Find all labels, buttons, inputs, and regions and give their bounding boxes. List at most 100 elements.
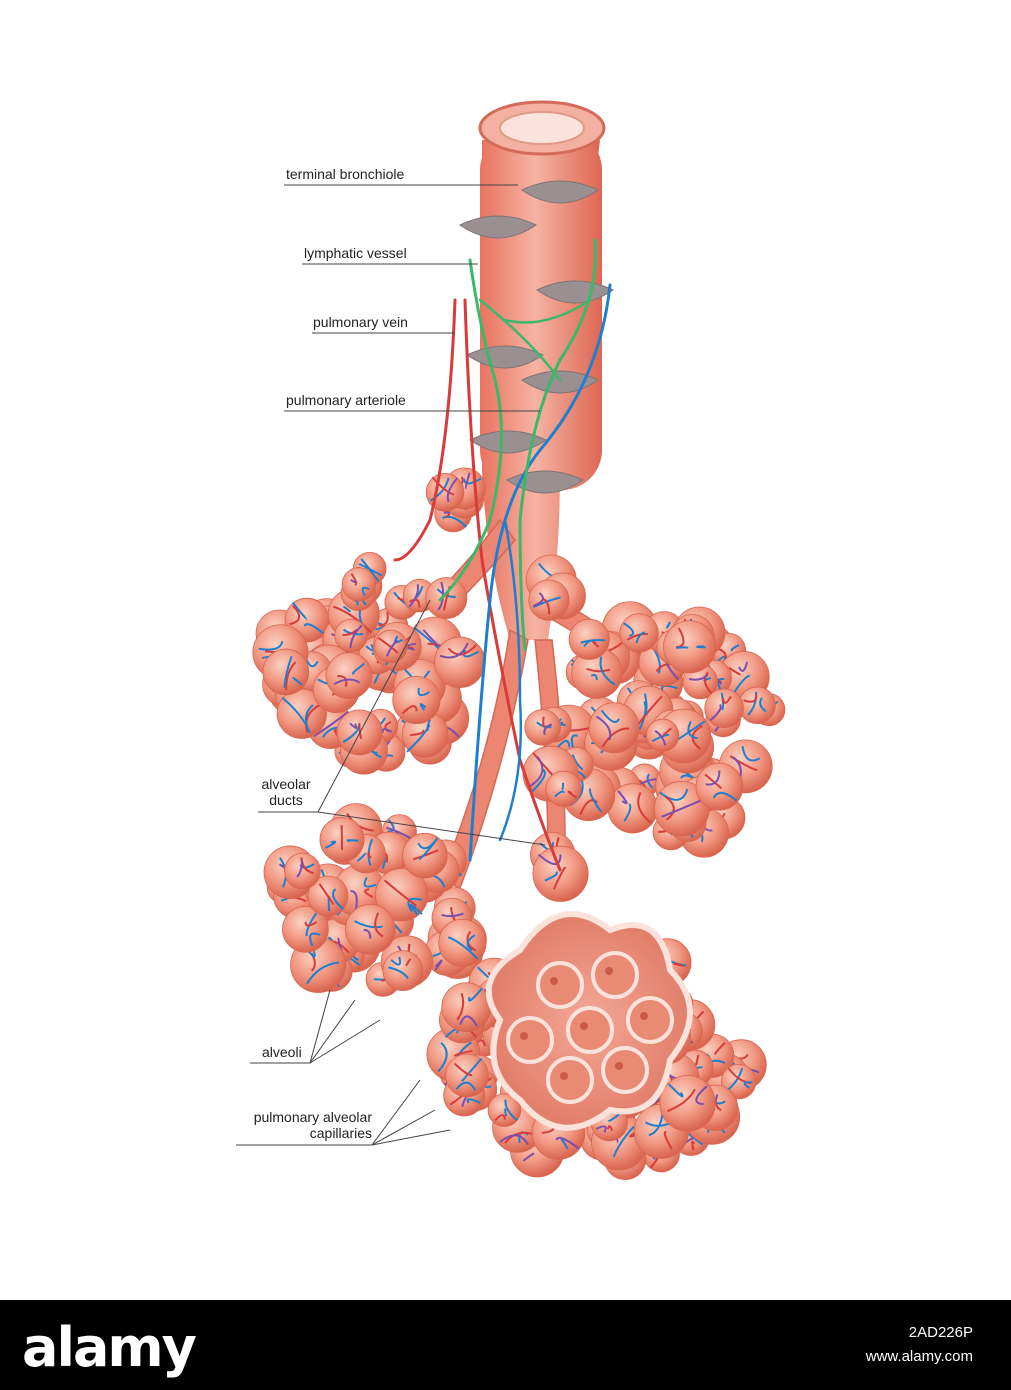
capillary (528, 755, 544, 788)
capillary (662, 727, 673, 737)
cartilage-ring (535, 280, 615, 304)
capillary (737, 661, 749, 672)
capillary (649, 1157, 659, 1169)
alveolar-chambers (506, 951, 674, 1104)
capillary (285, 661, 297, 690)
site-url: www.alamy.com (865, 1348, 973, 1365)
capillary (309, 932, 321, 947)
capillary (571, 754, 584, 771)
image-id: 2AD226P (908, 1324, 973, 1341)
alveolus (284, 852, 321, 890)
capillary (386, 639, 399, 657)
label-alveolar-ducts: alveolar ducts (255, 776, 317, 808)
capillary (537, 853, 562, 866)
cartilage-ring (520, 180, 600, 204)
alveolus (659, 1075, 716, 1132)
capillary (349, 722, 358, 729)
capillary (542, 716, 546, 728)
capillary (579, 799, 598, 816)
alveolus (276, 688, 327, 739)
cartilage-ring (468, 430, 548, 454)
capillary (455, 1081, 477, 1091)
capillary (668, 1083, 684, 1098)
capillary (665, 621, 672, 629)
cartilage-ring (520, 370, 600, 394)
capillary (529, 768, 546, 794)
capillary (409, 903, 423, 916)
capillary (446, 477, 459, 503)
cell-nucleus (560, 1072, 568, 1080)
capillary (434, 959, 443, 971)
capillary (595, 715, 612, 741)
capillary (390, 956, 402, 966)
capillary (408, 584, 420, 608)
vessel (478, 298, 562, 382)
capillary (381, 728, 393, 734)
alveolus (434, 636, 486, 688)
capillary (364, 888, 374, 898)
vessel (438, 258, 503, 602)
vessel (468, 283, 612, 862)
alveolar-chamber (591, 951, 639, 999)
capillary (673, 962, 684, 967)
capillary (696, 645, 706, 649)
capillary (350, 579, 356, 584)
alveolus (438, 918, 487, 967)
capillary (439, 642, 469, 659)
capillary (560, 1137, 569, 1150)
capillary (688, 674, 709, 681)
alveolar-chamber (601, 1046, 649, 1094)
alveolus (568, 618, 610, 660)
capillary (453, 1062, 473, 1077)
capillary (342, 605, 351, 613)
label-lymphatic-vessel: lymphatic vessel (304, 245, 407, 261)
capillary (667, 1088, 696, 1113)
capillary (590, 674, 598, 681)
capillary (377, 636, 399, 654)
capillary (462, 477, 482, 485)
capillary (464, 472, 471, 490)
alveolar-chamber (546, 1056, 594, 1104)
label-alveolar-ducts-line1: alveolar (261, 776, 311, 792)
capillary (504, 1107, 508, 1117)
capillary (351, 662, 365, 675)
cell-nucleus (615, 1062, 623, 1070)
alveolus (721, 1063, 757, 1100)
leader-alveoli-3 (309, 1019, 381, 1064)
alveolus (524, 709, 561, 746)
capillary (258, 641, 284, 651)
capillary (637, 791, 652, 824)
label-alveoli: alveoli (262, 1044, 302, 1060)
vessel (463, 298, 562, 872)
capillary (709, 703, 722, 722)
capillary (612, 1125, 635, 1158)
blood-and-lymph-vessels (393, 238, 612, 872)
alveolus (619, 613, 659, 653)
capillary (601, 727, 630, 748)
capillary (431, 476, 455, 496)
capillary (303, 623, 324, 634)
capillary (367, 851, 372, 859)
capillary (410, 729, 425, 737)
capillary (570, 734, 578, 750)
capillary (522, 1152, 535, 1162)
alveolus (262, 648, 310, 696)
leader-alveolar-ducts-2 (317, 811, 546, 846)
capillary (406, 724, 431, 753)
capillary (405, 958, 412, 966)
alveoli-drawing (236, 100, 786, 1180)
capillary (695, 1054, 700, 1066)
capillary (592, 640, 600, 648)
capillary (437, 1041, 448, 1073)
leader-alveoli-2 (309, 999, 356, 1064)
vessel (393, 298, 457, 562)
capillary (567, 790, 577, 799)
capillary (304, 704, 314, 731)
capillary (606, 1125, 614, 1132)
cell-nucleus (605, 967, 613, 975)
label-capillaries: pulmonary alveolar capillaries (236, 1109, 372, 1141)
capillary (466, 934, 476, 951)
alveolus (282, 905, 329, 953)
capillary (387, 819, 395, 833)
capillary (599, 656, 616, 686)
